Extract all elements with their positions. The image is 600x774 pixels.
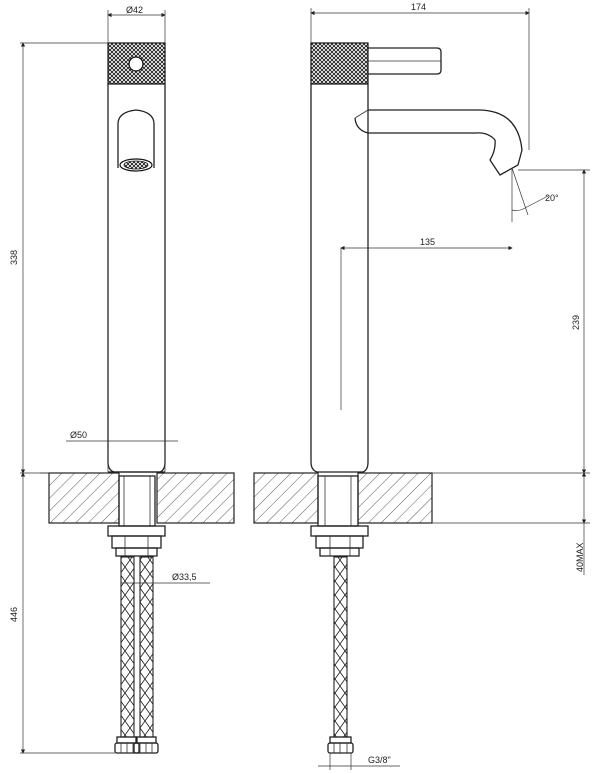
dim-top-diameter: Ø42 (126, 5, 143, 15)
front-view: Ø42 Ø50 Ø33,5 338 446 (9, 5, 235, 754)
side-deck-right (357, 472, 433, 524)
front-hose-left (120, 556, 135, 738)
dim-height-above-deck: 338 (9, 250, 19, 265)
dim-length-below-deck: 446 (9, 607, 19, 622)
side-hose (333, 556, 348, 738)
front-hose-right (139, 556, 154, 738)
front-deck-right (156, 472, 235, 524)
side-view: 174 20° 135 239 40MAX G3/8" (253, 2, 590, 770)
dim-hose-diameter: Ø33,5 (172, 572, 197, 582)
dim-base-diameter: Ø50 (70, 430, 87, 440)
dim-connection-thread: G3/8" (368, 755, 391, 765)
front-deck-left (48, 472, 120, 524)
side-deck-left (253, 472, 319, 524)
dim-overall-length: 174 (411, 2, 426, 12)
dim-deck-thickness: 40MAX (575, 542, 585, 572)
dim-spout-height: 239 (571, 315, 581, 330)
dim-spout-reach: 135 (420, 237, 435, 247)
dim-spout-angle: 20° (545, 193, 559, 203)
side-knurl-ring (310, 42, 369, 85)
